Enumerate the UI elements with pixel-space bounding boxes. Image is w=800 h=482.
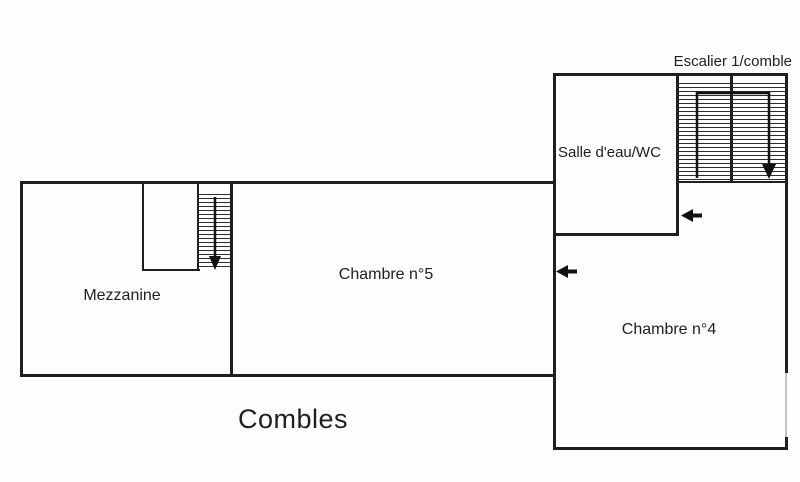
wall-escalier-divider [730, 73, 733, 183]
wall-salle-eau-bottom [553, 233, 679, 236]
floor-title: Combles [237, 404, 349, 434]
escalier-label: Escalier 1/comble [673, 53, 792, 70]
door-arrow-chambre5-icon [556, 265, 577, 278]
window-chambre4-right [785, 373, 787, 437]
wall-left-block-bottom [20, 374, 556, 377]
chambre4-label: Chambre n°4 [621, 321, 717, 338]
wall-right-block-right-lower [785, 437, 788, 450]
wall-mezzanine-stair-left [197, 181, 199, 271]
mezzanine-label: Mezzanine [83, 287, 161, 304]
escalier-direction-down-arrow-icon [695, 91, 776, 179]
wall-salle-eau-right [676, 73, 679, 235]
wall-mezzanine-closet-left [142, 181, 144, 271]
wall-left-block-left [20, 181, 23, 377]
salle-eau-label: Salle d'eau/WC [558, 144, 661, 161]
wall-mezzanine-closet-bottom [142, 269, 200, 271]
wall-chambre4-bottom [553, 447, 788, 450]
door-arrow-salle-eau-icon [681, 209, 702, 222]
wall-mezzanine-chambre5-partition [230, 181, 233, 377]
wall-left-block-top [20, 181, 556, 184]
wall-right-block-right-upper [785, 73, 788, 373]
wall-right-block-top [553, 73, 788, 76]
wall-escalier-bottom [676, 181, 788, 183]
chambre5-label: Chambre n°5 [338, 266, 434, 283]
wall-right-block-left [553, 73, 556, 450]
mezzanine-stair-down-arrow-icon [209, 197, 221, 270]
